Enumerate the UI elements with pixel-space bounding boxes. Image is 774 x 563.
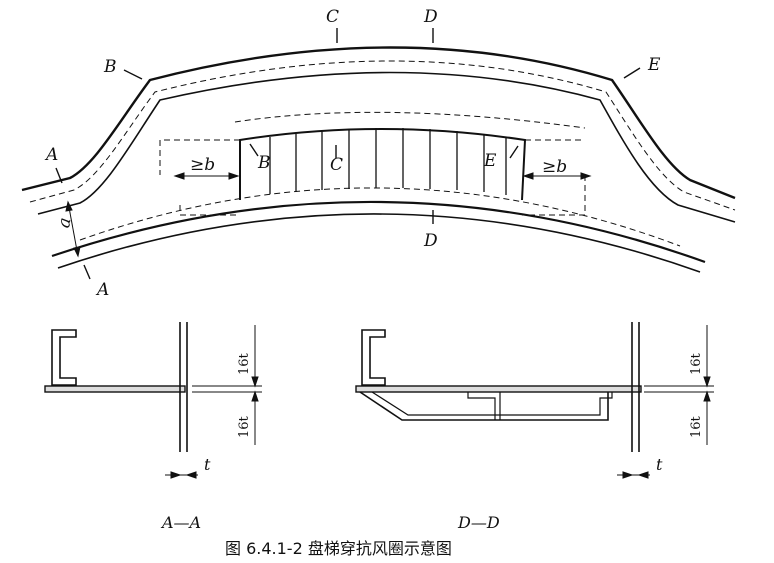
dd-16t-upper: 16t: [689, 352, 704, 375]
aa-t-label: t: [204, 455, 211, 474]
ring-outer-dashed: [29, 60, 736, 211]
label-dim-a: a: [54, 216, 75, 229]
label-inner-b: B: [257, 153, 271, 173]
dim-a-arrow: [65, 200, 81, 258]
dim-b-left-arrow: [173, 172, 240, 180]
plan-view: A A B C D E D B C E a ≥b ≥b: [21, 7, 736, 300]
label-cut-b: B: [103, 57, 117, 77]
dim-b-right-arrow: [522, 172, 592, 180]
aa-dim-16t: [192, 325, 262, 445]
label-dim-b-right: ≥b: [542, 157, 567, 177]
dd-channel: [361, 329, 386, 386]
stair-frame: [239, 128, 527, 201]
label-inner-c: C: [330, 155, 343, 175]
label-dim-b-left: ≥b: [190, 155, 215, 175]
section-d-d: 16t 16t t D—D: [355, 322, 714, 532]
label-cut-e: E: [647, 55, 661, 75]
label-inner-e: E: [483, 151, 497, 171]
label-cut-c: C: [326, 7, 339, 27]
label-cut-d-top: D: [423, 7, 438, 27]
tank-shell-dashed: [79, 187, 681, 247]
dd-lower-box: [359, 391, 609, 421]
ring-inner-line: [37, 71, 736, 223]
stair-treads: [269, 128, 507, 195]
dd-lower-box-inner: [371, 391, 613, 416]
section-a-a: 16t 16t t A—A: [44, 322, 262, 532]
opening-dashed-top: [234, 111, 586, 129]
aa-dim-t: [165, 471, 198, 479]
opening-dashed-right: [522, 139, 586, 216]
figure-caption: 图 6.4.1-2 盘梯穿抗风圈示意图: [225, 539, 452, 558]
label-cut-d-bottom: D: [423, 231, 438, 251]
tank-shell-outer: [51, 200, 706, 264]
aa-16t-upper: 16t: [237, 352, 252, 375]
dd-16t-lower: 16t: [689, 415, 704, 438]
aa-16t-lower: 16t: [237, 415, 252, 438]
aa-plate: [44, 385, 186, 393]
cut-ticks: [55, 28, 641, 280]
label-cut-a-bottom: A: [95, 280, 109, 300]
dd-dim-t: [617, 471, 650, 479]
dd-dim-16t: [644, 325, 714, 445]
aa-channel: [51, 329, 77, 386]
tank-shell-inner: [57, 213, 701, 273]
aa-title: A—A: [160, 513, 201, 532]
dd-plate: [355, 385, 642, 393]
label-cut-a-top: A: [44, 145, 58, 165]
ring-outer-line: [21, 46, 736, 200]
dd-title: D—D: [457, 513, 500, 532]
opening-dashed-left: [159, 139, 240, 216]
dd-middle-web: [467, 392, 501, 420]
dd-t-label: t: [656, 455, 663, 474]
